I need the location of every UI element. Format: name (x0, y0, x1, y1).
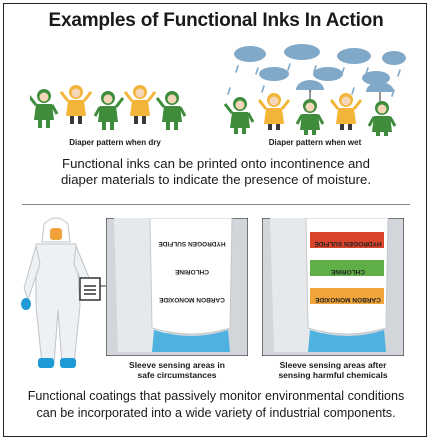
safe-caption-line2: safe circumstances (137, 370, 217, 380)
cuff-icon (152, 330, 230, 352)
top-description-line1: Functional inks can be printed onto inco… (62, 156, 370, 171)
child-figure-icon (30, 89, 59, 128)
glove-icon (21, 298, 31, 310)
child-figure-icon (329, 93, 363, 130)
sensor-label-harm: HYDROGEN SULFIDE (314, 240, 382, 247)
cuff-icon (308, 330, 386, 352)
sensor-label-safe: CHLORINE (174, 268, 209, 275)
umbrella-icon (366, 82, 394, 104)
boot-icon (38, 358, 54, 368)
boot-icon (60, 358, 76, 368)
sensor-band-red (310, 232, 384, 248)
child-figure-icon (224, 97, 255, 134)
protective-suit-worker (21, 217, 101, 368)
sensor-label-harm: CARBON MONOXIDE (314, 296, 380, 303)
sensor-label-safe: CARBON MONOXIDE (158, 296, 224, 303)
sensor-label-safe: HYDROGEN SULFIDE (158, 240, 226, 247)
harm-caption: Sleeve sensing areas after sensing harmf… (258, 360, 408, 380)
dry-caption: Diaper pattern when dry (69, 138, 161, 147)
wet-caption: Diaper pattern when wet (268, 138, 362, 147)
section-divider (22, 204, 410, 205)
cloud-icon (234, 44, 406, 85)
child-figure-icon (367, 101, 397, 136)
harm-caption-line2: sensing harmful chemicals (278, 370, 388, 380)
child-figure-icon (59, 85, 93, 124)
figure-title: Examples of Functional Inks In Action (48, 10, 384, 31)
child-figure-icon (295, 99, 325, 135)
top-description-line2: diaper materials to indicate the presenc… (60, 172, 372, 187)
umbrella-icon (296, 80, 324, 102)
child-figure-icon (123, 85, 157, 124)
harm-caption-line1: Sleeve sensing areas after (279, 360, 387, 370)
bottom-description-line2: can be incorporated into a wide variety … (36, 406, 396, 420)
sleeve-safe-panel: HYDROGEN SULFIDE CHLORINE CARBON MONOXID… (106, 218, 248, 356)
wet-diaper-pattern (224, 44, 406, 136)
sleeve-harm-panel: HYDROGEN SULFIDE CHLORINE CARBON MONOXID… (262, 218, 404, 356)
dry-diaper-pattern (30, 85, 187, 130)
child-figure-icon (93, 91, 125, 130)
child-figure-icon (155, 91, 187, 130)
sensor-band-green (310, 260, 384, 276)
bottom-description-line1: Functional coatings that passively monit… (27, 389, 405, 403)
sensor-label-harm: CHLORINE (330, 268, 365, 275)
safe-caption: Sleeve sensing areas in safe circumstanc… (104, 360, 250, 380)
safe-caption-line1: Sleeve sensing areas in (129, 360, 225, 370)
sleeve-detail-marker (79, 277, 101, 301)
sensor-band-orange (310, 288, 384, 304)
respirator-icon (50, 228, 62, 240)
child-figure-icon (257, 93, 291, 130)
